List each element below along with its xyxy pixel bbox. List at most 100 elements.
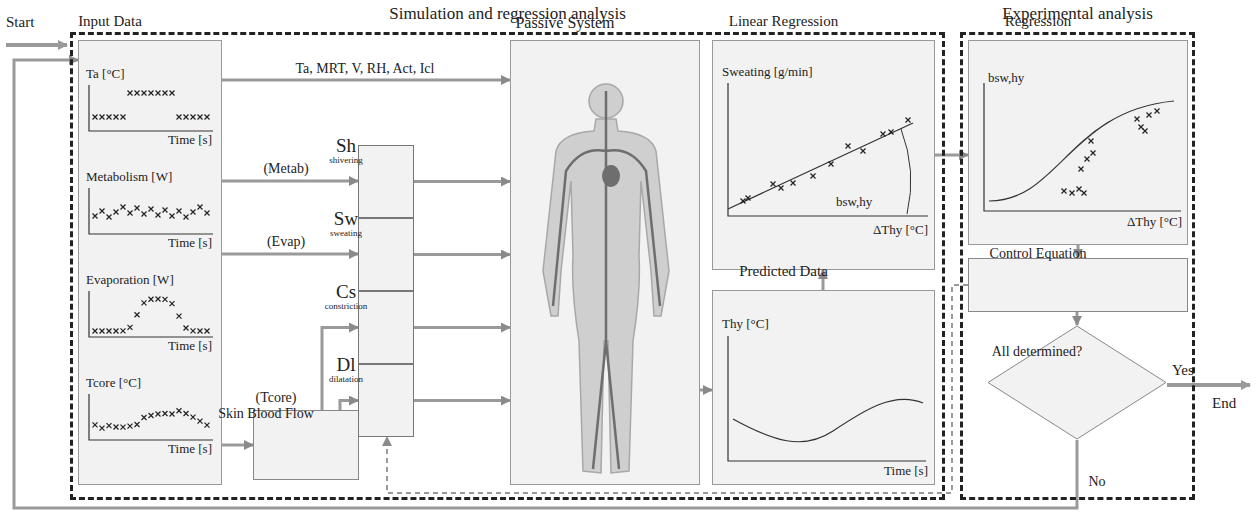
connector xyxy=(414,180,510,183)
data-cross xyxy=(1091,151,1096,156)
data-cross xyxy=(121,205,126,210)
data-cross xyxy=(198,328,203,333)
data-cross xyxy=(142,415,147,420)
data-cross xyxy=(771,182,776,187)
node-subtext: shivering xyxy=(329,156,363,166)
data-cross xyxy=(177,314,182,319)
input-panel: Input Data xyxy=(78,40,222,485)
chart-label: Time [s] xyxy=(168,132,212,148)
data-cross xyxy=(191,210,196,215)
decor-ellipse xyxy=(602,165,620,187)
data-cross xyxy=(114,328,119,333)
edge-label: Ta, MRT, V, RH, Act, Icl xyxy=(293,61,438,77)
node-text: Experimental analysis xyxy=(923,4,1232,24)
data-cross xyxy=(107,215,112,220)
data-cross xyxy=(741,199,746,204)
data-cross xyxy=(163,208,168,213)
process-box: Control Equation xyxy=(968,258,1188,312)
data-cross xyxy=(861,149,866,154)
data-cross xyxy=(184,411,189,416)
node-text: Predicted Data xyxy=(673,260,894,283)
node-subtext: sweating xyxy=(330,229,362,239)
data-cross xyxy=(1079,167,1084,172)
data-cross xyxy=(170,214,175,219)
data-cross xyxy=(149,413,154,418)
control-box: Dldilatation xyxy=(358,364,414,437)
data-cross xyxy=(149,91,154,96)
data-cross xyxy=(121,115,126,120)
data-cross xyxy=(906,118,911,123)
chart-axes xyxy=(89,291,213,337)
control-box: Shshivering xyxy=(358,145,414,218)
edge-label: (Tcore) xyxy=(253,390,300,406)
data-cross xyxy=(881,132,886,137)
data-cross xyxy=(1082,191,1087,196)
chart-label: Metabolism [W] xyxy=(86,169,172,185)
data-cross xyxy=(191,415,196,420)
data-cross xyxy=(1135,117,1140,122)
chart-label: End xyxy=(1212,395,1236,412)
chart-label: ΔThy [°C] xyxy=(1127,214,1182,230)
decor-path xyxy=(984,83,1181,211)
data-cross xyxy=(107,423,112,428)
chart-label: Time [s] xyxy=(168,441,212,457)
connector xyxy=(414,399,510,402)
node-text: Sh xyxy=(336,136,356,156)
decor-path xyxy=(728,83,928,216)
data-cross xyxy=(100,426,105,431)
data-cross xyxy=(93,115,98,120)
node-text: Linear Regression xyxy=(673,10,894,33)
chart-label: Yes xyxy=(1172,362,1194,379)
data-cross xyxy=(811,174,816,179)
chart-label: Time [s] xyxy=(168,235,212,251)
data-cross xyxy=(142,91,147,96)
data-cross xyxy=(1077,187,1082,192)
node-text: Regression xyxy=(929,10,1147,33)
chart-label: bsw,hy xyxy=(836,194,872,210)
data-cross xyxy=(191,115,196,120)
node-text: Simulation and regression analysis xyxy=(33,4,982,24)
data-cross xyxy=(93,329,98,334)
data-cross xyxy=(149,297,154,302)
end-arrow xyxy=(1167,383,1250,387)
data-cross xyxy=(1155,109,1160,114)
data-cross xyxy=(170,412,175,417)
edge-label: (Evap) xyxy=(264,234,308,250)
data-cross xyxy=(205,423,210,428)
data-cross xyxy=(135,206,140,211)
connector xyxy=(222,444,253,447)
decor-path xyxy=(989,101,1174,201)
data-cross xyxy=(100,329,105,334)
data-cross xyxy=(100,115,105,120)
control-box: Csconstriction xyxy=(358,291,414,364)
connector xyxy=(414,326,510,329)
data-cross xyxy=(121,425,126,430)
data-cross xyxy=(177,408,182,413)
passive-system-panel: Passive System xyxy=(510,40,700,485)
data-cross xyxy=(128,211,133,216)
data-cross xyxy=(791,181,796,186)
node-text: Skin Blood Flow xyxy=(216,406,316,422)
data-cross xyxy=(107,329,112,334)
data-cross xyxy=(889,130,894,135)
data-cross xyxy=(177,115,182,120)
connector xyxy=(222,79,510,82)
chart-label: Thy [°C] xyxy=(722,316,769,332)
connector xyxy=(222,180,358,183)
data-cross xyxy=(128,325,133,330)
data-cross xyxy=(829,162,834,167)
data-cross xyxy=(163,91,168,96)
connector xyxy=(414,253,510,256)
chart-label: Start xyxy=(6,14,34,31)
node-subtext: constriction xyxy=(325,302,368,312)
data-cross xyxy=(114,424,119,429)
data-cross xyxy=(156,412,161,417)
data-cross xyxy=(1147,113,1152,118)
chart-axes xyxy=(89,85,213,131)
node-text: Sw xyxy=(334,209,358,229)
data-cross xyxy=(1143,129,1148,134)
node-subtext: dilatation xyxy=(329,375,363,385)
chart-axes xyxy=(89,188,213,234)
human-figure xyxy=(511,41,701,486)
